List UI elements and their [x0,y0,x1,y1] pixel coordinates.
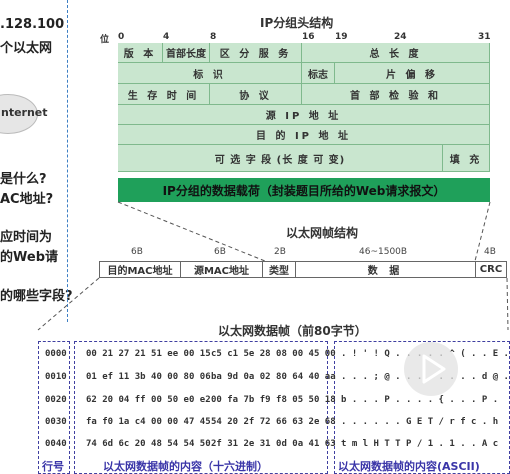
row-offset: 0030 [45,417,67,427]
frame-title: 以太网数据帧（前80字节） [218,324,367,338]
offset-column-box [38,341,70,474]
bit-0: 0 [118,32,125,42]
ip-header-grid: 版 本 首部长度 区 分 服 务 总 长 度 标 识 标志 片 偏 移 生 存 … [118,43,490,172]
bit-label: 位 [100,35,110,45]
bit-31: 31 [478,32,491,42]
offset-label: 行号 [42,460,64,473]
ip-payload: IP分组的数据载荷（封装题目所给的Web请求报文） [118,178,490,202]
play-button-icon[interactable] [404,342,458,396]
eth-type: 类型 [262,261,296,278]
bit-16: 16 [302,32,315,42]
eth-src-mac: 源MAC地址 [180,261,263,278]
field-padding: 填 充 [443,145,490,172]
row-hex-1: 62 20 04 ff 00 50 e0 e2 [86,395,211,405]
eth-crc: CRC [475,261,507,278]
bit-8: 8 [210,32,217,42]
row-hex-2: 2f 31 2e 31 0d 0a 41 63 [211,439,336,449]
row-ascii: b . . . P . . . . { . . . P . [341,395,499,405]
row-offset: 0020 [45,395,67,405]
field-flags: 标志 [302,63,335,84]
field-source-ip: 源 IP 地 址 [118,105,490,125]
question-line4: 的Web请 [0,250,58,265]
size-dest-mac: 6B [131,247,143,257]
field-diff-services: 区 分 服 务 [210,43,302,63]
internet-label: nternet [1,106,48,119]
row-ascii: . . . . . . G E T / r f c . h [341,417,499,427]
field-header-length: 首部长度 [163,43,210,63]
size-src-mac: 6B [214,247,226,257]
field-total-length: 总 长 度 [302,43,490,63]
eth-data: 数 据 [295,261,476,278]
row-hex-1: 00 21 27 21 51 ee 00 15 [86,349,211,359]
size-data: 46~1500B [359,247,408,257]
row-hex-1: 01 ef 11 3b 40 00 80 06 [86,372,211,382]
left-text-line2: 个以太网 [0,41,53,56]
row-offset: 0010 [45,372,67,382]
question-line2: AC地址? [0,192,54,207]
ascii-label: 以太网数据帧的内容(ASCII) [338,460,480,473]
ethernet-title: 以太网帧结构 [286,226,359,240]
ip-header-title: IP分组头结构 [260,16,334,30]
size-crc: 4B [484,247,496,257]
field-ttl: 生 存 时 间 [118,84,210,105]
row-hex-2: 00 fa 7b f9 f8 05 50 18 [211,395,336,405]
field-options: 可 选 字 段 (长 度 可 变) [118,145,443,172]
field-checksum: 首 部 检 验 和 [302,84,490,105]
row-hex-2: 54 20 2f 72 66 63 2e 68 [211,417,336,427]
hex-column-box [74,341,328,474]
question-line5: 的哪些字段? [0,289,73,304]
row-hex-1: fa f0 1a c4 00 00 47 45 [86,417,211,427]
row-offset: 0000 [45,349,67,359]
field-version: 版 本 [118,43,163,63]
row-ascii: t m l H T T P / 1 . 1 . . A c [341,439,499,449]
bit-19: 19 [335,32,348,42]
size-type: 2B [274,247,286,257]
bit-24: 24 [394,32,407,42]
left-text-line1: .128.100 [0,17,65,32]
bit-4: 4 [163,32,170,42]
hex-label: 以太网数据帧的内容（十六进制） [103,460,268,473]
question-line1: 是什么? [0,172,47,187]
field-fragment-offset: 片 偏 移 [335,63,490,84]
question-line3: 应时间为 [0,230,53,245]
eth-dest-mac: 目的MAC地址 [99,261,181,278]
field-dest-ip: 目 的 IP 地 址 [118,125,490,145]
row-offset: 0040 [45,439,67,449]
row-hex-2: c5 c1 5e 28 08 00 45 00 [211,349,336,359]
field-identification: 标 识 [118,63,302,84]
row-hex-2: ba 9d 0a 02 80 64 40 aa [211,372,336,382]
row-hex-1: 74 6d 6c 20 48 54 54 50 [86,439,211,449]
divider-line [67,0,68,322]
field-protocol: 协 议 [210,84,302,105]
